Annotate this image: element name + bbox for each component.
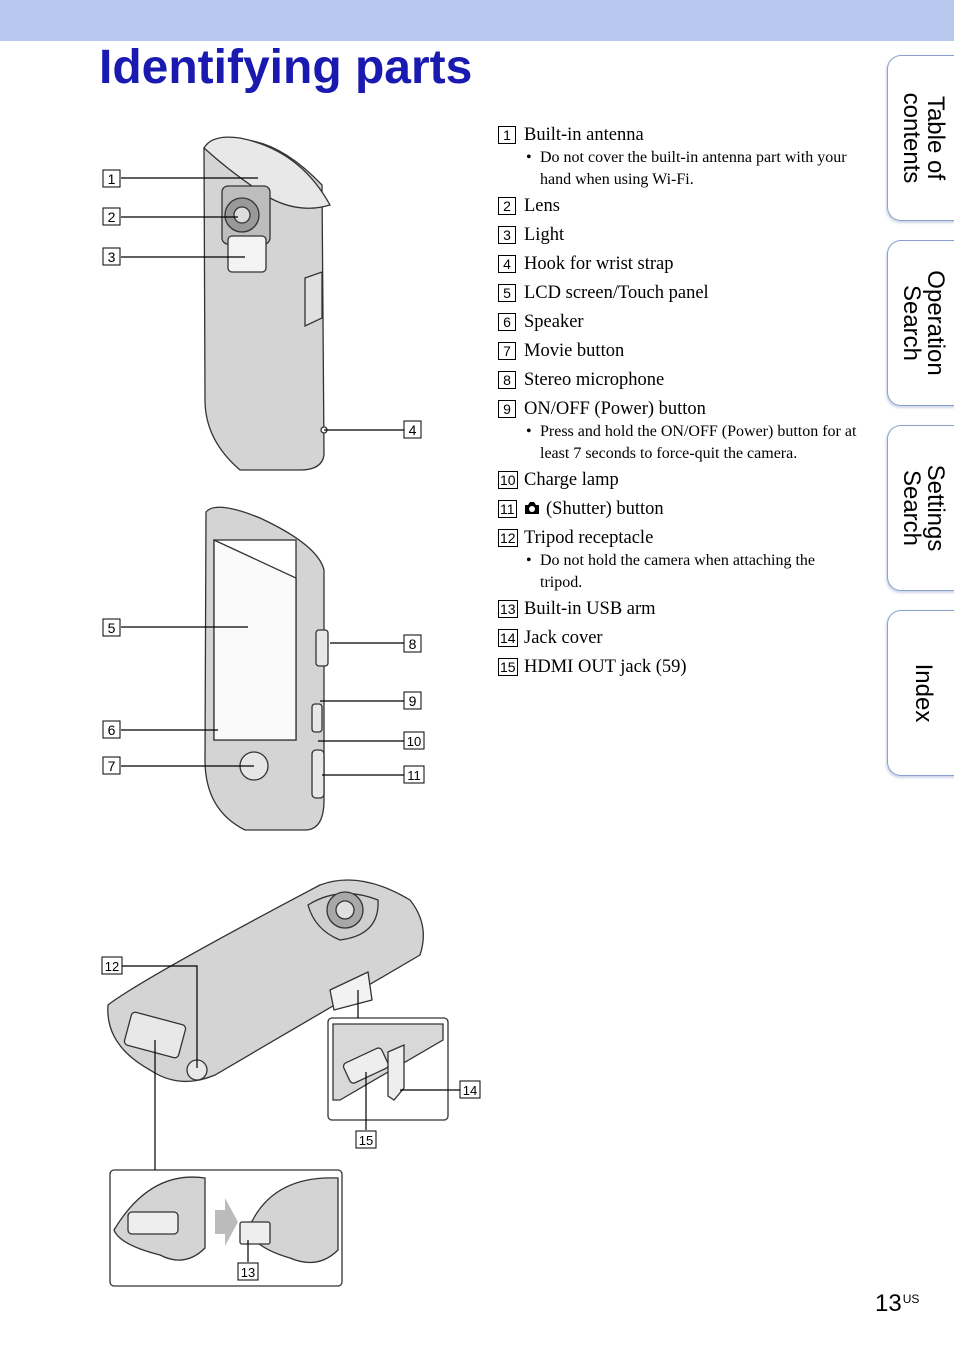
part-note: Do not hold the camera when attaching th… [524,550,858,593]
callout-1: 1 [108,171,116,187]
part-label: ON/OFF (Power) button [524,399,706,419]
part-label: Built-in USB arm [524,599,656,619]
part-item: 9ON/OFF (Power) buttonPress and hold the… [498,398,858,464]
callout-9: 9 [409,693,417,709]
callout-15: 15 [359,1133,373,1148]
camera-icon [525,502,539,514]
callout-2: 2 [108,209,116,225]
camera-illustration: 1 2 3 4 5 6 7 8 9 10 11 12 13 14 15 [101,136,481,1287]
callout-8: 8 [409,636,417,652]
light-window [227,235,267,273]
part-label: Hook for wrist strap [524,254,674,274]
page-title: Identifying parts [99,41,473,94]
part-note: Press and hold the ON/OFF (Power) button… [524,421,858,464]
part-label: Jack cover [524,628,603,648]
part-label: Charge lamp [524,470,619,490]
part-label: Built-in antenna [524,125,644,145]
callout-3: 3 [108,249,116,265]
part-note: Do not cover the built-in antenna part w… [524,147,858,190]
part-label: Movie button [524,341,625,361]
part-item: 11(Shutter) button [498,499,664,519]
callout-5: 5 [108,620,116,636]
header-band [0,0,954,41]
part-label: HDMI OUT jack (59) [524,657,687,677]
part-label: Lens [524,196,560,216]
callout-6: 6 [108,722,116,738]
callout-13: 13 [241,1265,255,1280]
part-label: Light [524,225,565,245]
callout-4: 4 [409,422,417,438]
part-label: Stereo microphone [524,370,665,390]
part-label: Tripod receptacle [524,528,654,548]
callout-14: 14 [463,1083,477,1098]
callout-7: 7 [108,758,116,774]
callout-11: 11 [407,768,421,783]
part-label: LCD screen/Touch panel [524,283,709,303]
page-number: 13US [875,1290,920,1317]
part-label: (Shutter) button [546,499,664,519]
callout-10: 10 [407,734,421,749]
part-label: Speaker [524,312,584,332]
callout-12: 12 [105,959,119,974]
tab-index[interactable]: Index [887,610,954,776]
antenna-cap [203,136,331,209]
